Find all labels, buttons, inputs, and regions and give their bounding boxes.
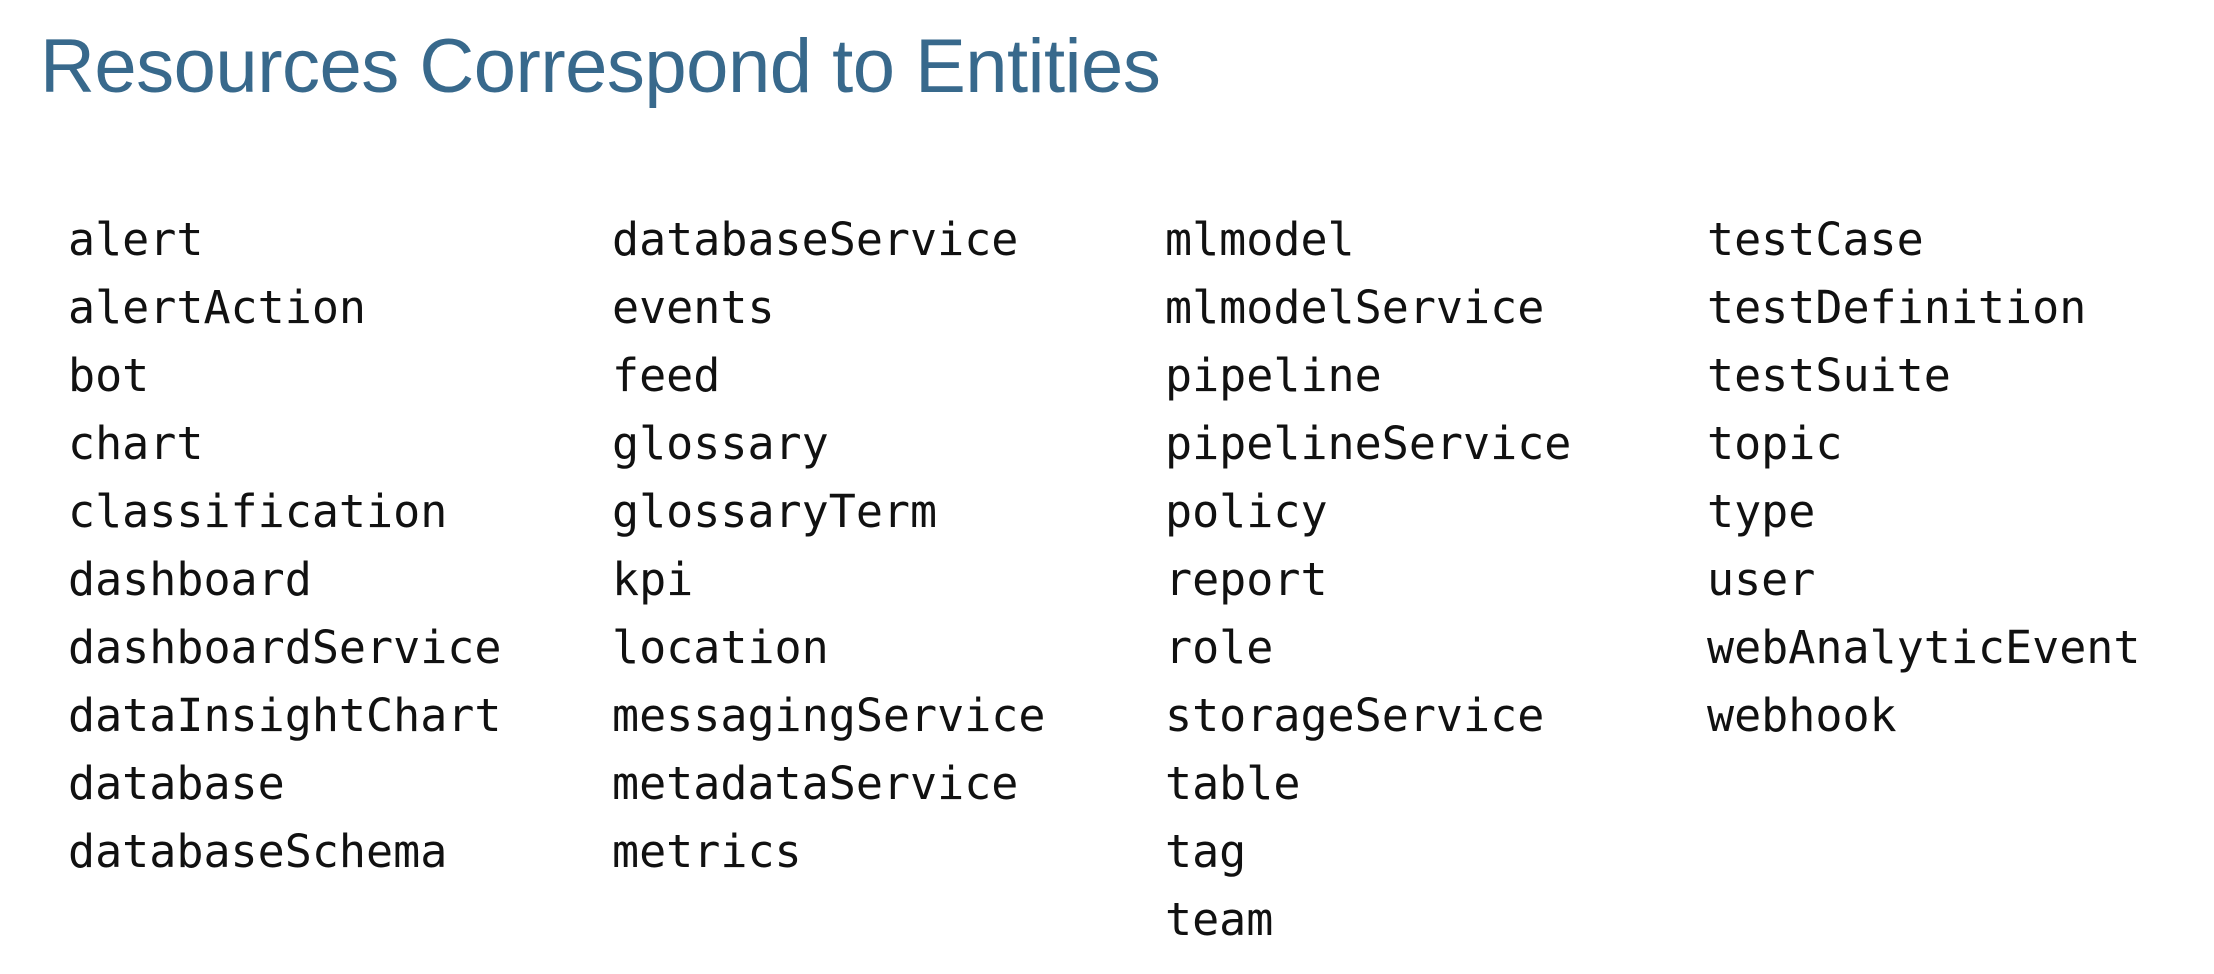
resource-item: topic xyxy=(1707,417,1843,470)
resource-item: pipeline xyxy=(1165,349,1382,402)
resource-item: databaseService xyxy=(612,213,1019,266)
resource-item: glossaryTerm xyxy=(612,485,938,538)
resource-column-1: alert alertAction bot chart classification da… xyxy=(68,206,612,886)
page-title: Resources Correspond to Entities xyxy=(40,24,1161,109)
resource-item: mlmodelService xyxy=(1165,281,1545,334)
resource-item: bot xyxy=(68,349,150,402)
resource-item: messagingService xyxy=(612,689,1046,742)
resource-item: storageService xyxy=(1165,689,1545,742)
resource-item: dashboard xyxy=(68,553,312,606)
resource-item: metadataService xyxy=(612,757,1019,810)
resource-item: policy xyxy=(1165,485,1328,538)
resource-column-2: databaseService events feed glossary glossar… xyxy=(612,206,1165,886)
resource-item: team xyxy=(1165,893,1274,946)
resource-item: alert xyxy=(68,213,204,266)
resource-item: testSuite xyxy=(1707,349,1951,402)
resource-item: database xyxy=(68,757,285,810)
resource-item: testDefinition xyxy=(1707,281,2087,334)
resource-item: testCase xyxy=(1707,213,1924,266)
resource-item: webAnalyticEvent xyxy=(1707,621,2141,674)
resource-item: report xyxy=(1165,553,1328,606)
resource-item: dataInsightChart xyxy=(68,689,502,742)
resource-item: classification xyxy=(68,485,448,538)
resource-item: table xyxy=(1165,757,1301,810)
resource-item: pipelineService xyxy=(1165,417,1572,470)
resource-item: alertAction xyxy=(68,281,367,334)
resource-item: location xyxy=(612,621,829,674)
resource-item: databaseSchema xyxy=(68,825,448,878)
resource-column-3: mlmodel mlmodelService pipeline pipelineSer… xyxy=(1165,206,1707,954)
resource-item: webhook xyxy=(1707,689,1897,742)
resource-item: tag xyxy=(1165,825,1247,878)
resource-item: chart xyxy=(68,417,204,470)
resource-item: glossary xyxy=(612,417,829,470)
resource-item: type xyxy=(1707,485,1816,538)
resource-item: role xyxy=(1165,621,1274,674)
resource-item: metrics xyxy=(612,825,802,878)
resource-item: kpi xyxy=(612,553,694,606)
resource-item: mlmodel xyxy=(1165,213,1355,266)
resource-item: dashboardService xyxy=(68,621,502,674)
resource-item: feed xyxy=(612,349,721,402)
resource-column-4: testCase testDefinition testSuite topic type… xyxy=(1707,206,2140,750)
resource-list: alert alertAction bot chart classification da… xyxy=(68,206,2140,954)
resource-item: events xyxy=(612,281,775,334)
resource-item: user xyxy=(1707,553,1816,606)
